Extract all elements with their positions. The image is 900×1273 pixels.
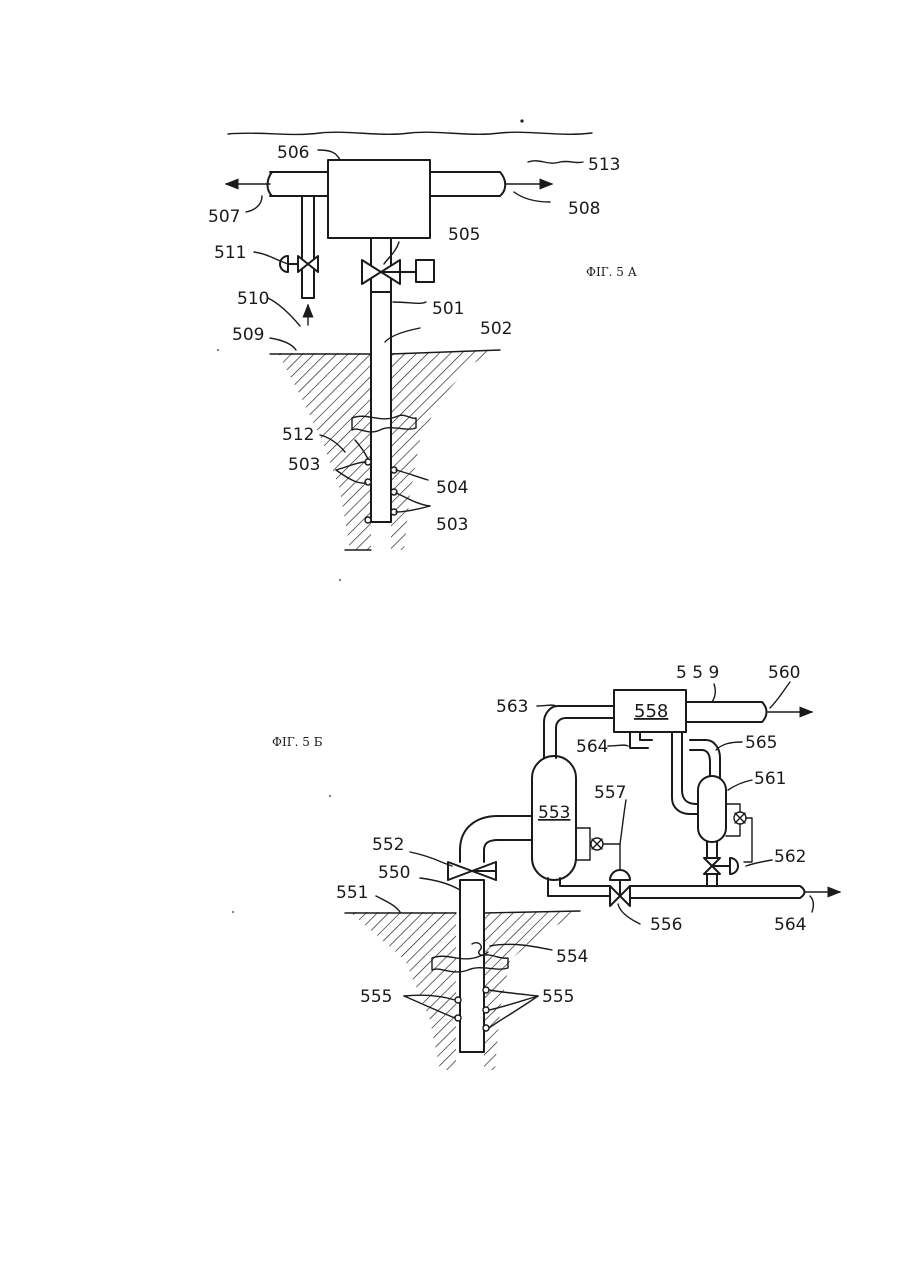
- liquid-line: [548, 878, 805, 898]
- speck: [217, 349, 219, 351]
- label-565: 565: [745, 733, 777, 753]
- label-511: 511: [214, 243, 246, 263]
- label-562: 562: [774, 847, 806, 867]
- label-513: 513: [588, 155, 620, 175]
- valve-562-actuator: [730, 858, 738, 874]
- injection-pipe-510: [302, 196, 314, 298]
- process-unit-506: [328, 160, 430, 238]
- label-512: 512: [282, 425, 314, 445]
- figure-5a: 506 513 507 508 511 505 510 501 502 509 …: [208, 119, 637, 550]
- label-509: 509: [232, 325, 264, 345]
- water-surface-line: [228, 132, 592, 134]
- label-505: 505: [448, 225, 480, 245]
- label-502: 502: [480, 319, 512, 339]
- scrubber-561: [698, 776, 726, 842]
- well-casing: [371, 292, 391, 522]
- seabed-ground-fill: [278, 353, 371, 550]
- speck: [520, 119, 523, 122]
- label-503-left: 503: [288, 455, 320, 475]
- label-558: 558: [634, 701, 668, 722]
- speck: [232, 911, 234, 913]
- label-503-right: 503: [436, 515, 468, 535]
- actuator-556: [610, 870, 630, 880]
- label-555-left: 555: [360, 987, 392, 1007]
- figure-5b: ФIГ. 5 Б: [272, 663, 840, 1070]
- speck: [339, 579, 341, 581]
- label-510: 510: [237, 289, 269, 309]
- label-556: 556: [650, 915, 682, 935]
- label-554: 554: [556, 947, 588, 967]
- label-506: 506: [277, 143, 309, 163]
- level-control-561: [726, 804, 752, 862]
- label-507: 507: [208, 207, 240, 227]
- label-553: 553: [538, 803, 570, 823]
- label-563: 563: [496, 697, 528, 717]
- pipe-559: [686, 702, 767, 722]
- label-508: 508: [568, 199, 600, 219]
- label-550: 550: [378, 863, 410, 883]
- label-561: 561: [754, 769, 786, 789]
- label-501: 501: [432, 299, 464, 319]
- label-557: 557: [594, 783, 626, 803]
- label-504: 504: [436, 478, 468, 498]
- caption-fig-5b: ФIГ. 5 Б: [272, 735, 323, 749]
- label-564-bottom: 564: [774, 915, 806, 935]
- label-555-right: 555: [542, 987, 574, 1007]
- label-560: 560: [768, 663, 800, 683]
- pipe-508: [430, 172, 505, 196]
- pipe-to-561: [672, 732, 700, 814]
- valve-505-actuator: [416, 260, 434, 282]
- label-564-top: 564: [576, 737, 608, 757]
- speck: [329, 795, 331, 797]
- label-552: 552: [372, 835, 404, 855]
- caption-fig-5a: ФIГ. 5 А: [586, 265, 637, 279]
- pipe-565: [690, 740, 720, 778]
- label-559: 5 5 9: [676, 663, 719, 683]
- riser-pipe: [371, 237, 391, 292]
- pipe-elbow-to-553: [460, 816, 532, 862]
- pipe-564-top: [630, 732, 652, 748]
- pipe-507: [268, 172, 329, 196]
- label-551: 551: [336, 883, 368, 903]
- well-casing-550: [460, 880, 484, 1052]
